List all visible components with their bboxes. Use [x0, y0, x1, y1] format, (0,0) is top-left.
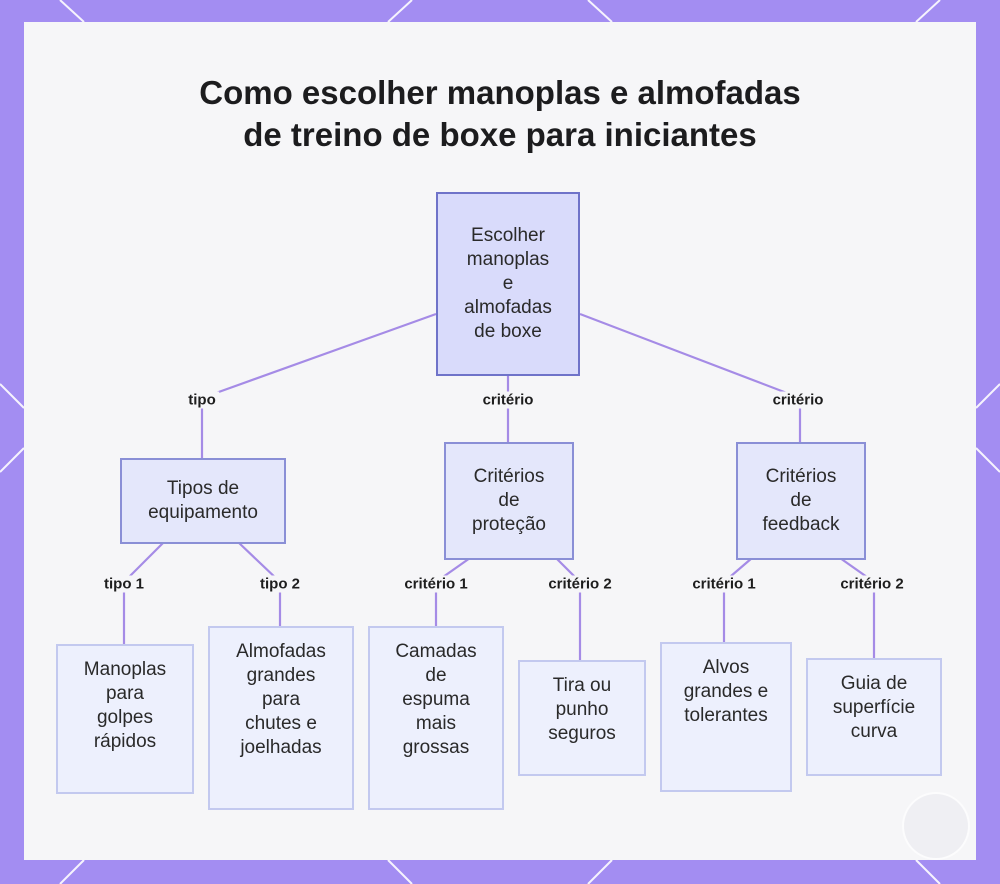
node-alvos-line: tolerantes: [684, 704, 769, 728]
node-tira-line: Tira ou: [548, 674, 616, 698]
node-guia-line: curva: [833, 720, 915, 744]
node-root-line: de boxe: [464, 320, 552, 344]
node-camadas-line: grossas: [395, 736, 476, 760]
edge-tipos-manoplas: [124, 542, 164, 644]
node-protecao-line: Critérios: [472, 465, 546, 489]
node-manoplas: Manoplas para golpes rápidos: [56, 644, 194, 794]
node-tipos-de-equipamento: Tipos de equipamento: [120, 458, 286, 544]
edge-root-feedback: [580, 314, 800, 442]
node-feedback-line: Critérios: [762, 465, 839, 489]
node-alvos: Alvos grandes e tolerantes: [660, 642, 792, 792]
edge-label-tipo-2: tipo 2: [257, 576, 303, 593]
node-root-line: almofadas: [464, 296, 552, 320]
edge-root-tipos: [202, 314, 436, 458]
node-manoplas-line: para: [84, 682, 166, 706]
node-camadas-line: mais: [395, 712, 476, 736]
node-tipos-line: Tipos de: [148, 477, 258, 501]
edge-label-tipo: tipo: [185, 392, 219, 409]
node-root: Escolher manoplas e almofadas de boxe: [436, 192, 580, 376]
node-camadas-line: Camadas: [395, 640, 476, 664]
edge-feedback-alvos: [724, 558, 752, 642]
node-root-line: Escolher: [464, 224, 552, 248]
node-guia-line: Guia de: [833, 672, 915, 696]
node-alvos-line: grandes e: [684, 680, 769, 704]
node-tira: Tira ou punho seguros: [518, 660, 646, 776]
node-almofadas-line: Almofadas: [236, 640, 326, 664]
node-guia-line: superfície: [833, 696, 915, 720]
node-camadas-line: espuma: [395, 688, 476, 712]
edge-label-criterio-protecao: critério: [480, 392, 537, 409]
node-almofadas-line: joelhadas: [236, 736, 326, 760]
node-almofadas-line: grandes: [236, 664, 326, 688]
node-almofadas-line: para: [236, 688, 326, 712]
edge-label-criterio-1-protecao: critério 1: [401, 576, 470, 593]
edge-label-criterio-2-feedback: critério 2: [837, 576, 906, 593]
node-root-line: e: [464, 272, 552, 296]
node-camadas: Camadas de espuma mais grossas: [368, 626, 504, 810]
node-manoplas-line: rápidos: [84, 730, 166, 754]
node-manoplas-line: Manoplas: [84, 658, 166, 682]
edge-label-criterio-2-protecao: critério 2: [545, 576, 614, 593]
node-feedback-line: de: [762, 489, 839, 513]
node-tipos-line: equipamento: [148, 501, 258, 525]
node-feedback-line: feedback: [762, 513, 839, 537]
edge-feedback-guia: [840, 558, 874, 658]
seal-logo-icon: [902, 792, 970, 860]
node-alvos-line: Alvos: [684, 656, 769, 680]
node-manoplas-line: golpes: [84, 706, 166, 730]
node-protecao-line: de: [472, 489, 546, 513]
node-guia: Guia de superfície curva: [806, 658, 942, 776]
node-camadas-line: de: [395, 664, 476, 688]
edge-label-criterio-feedback: critério: [770, 392, 827, 409]
node-tira-line: punho: [548, 698, 616, 722]
edge-label-criterio-1-feedback: critério 1: [689, 576, 758, 593]
node-root-line: manoplas: [464, 248, 552, 272]
node-tira-line: seguros: [548, 722, 616, 746]
diagram-card: Como escolher manoplas e almofadas de tr…: [24, 22, 976, 860]
node-almofadas: Almofadas grandes para chutes e joelhada…: [208, 626, 354, 810]
edge-protecao-tira: [556, 558, 580, 660]
node-almofadas-line: chutes e: [236, 712, 326, 736]
node-criterios-de-protecao: Critérios de proteção: [444, 442, 574, 560]
node-criterios-de-feedback: Critérios de feedback: [736, 442, 866, 560]
node-protecao-line: proteção: [472, 513, 546, 537]
edge-label-tipo-1: tipo 1: [101, 576, 147, 593]
